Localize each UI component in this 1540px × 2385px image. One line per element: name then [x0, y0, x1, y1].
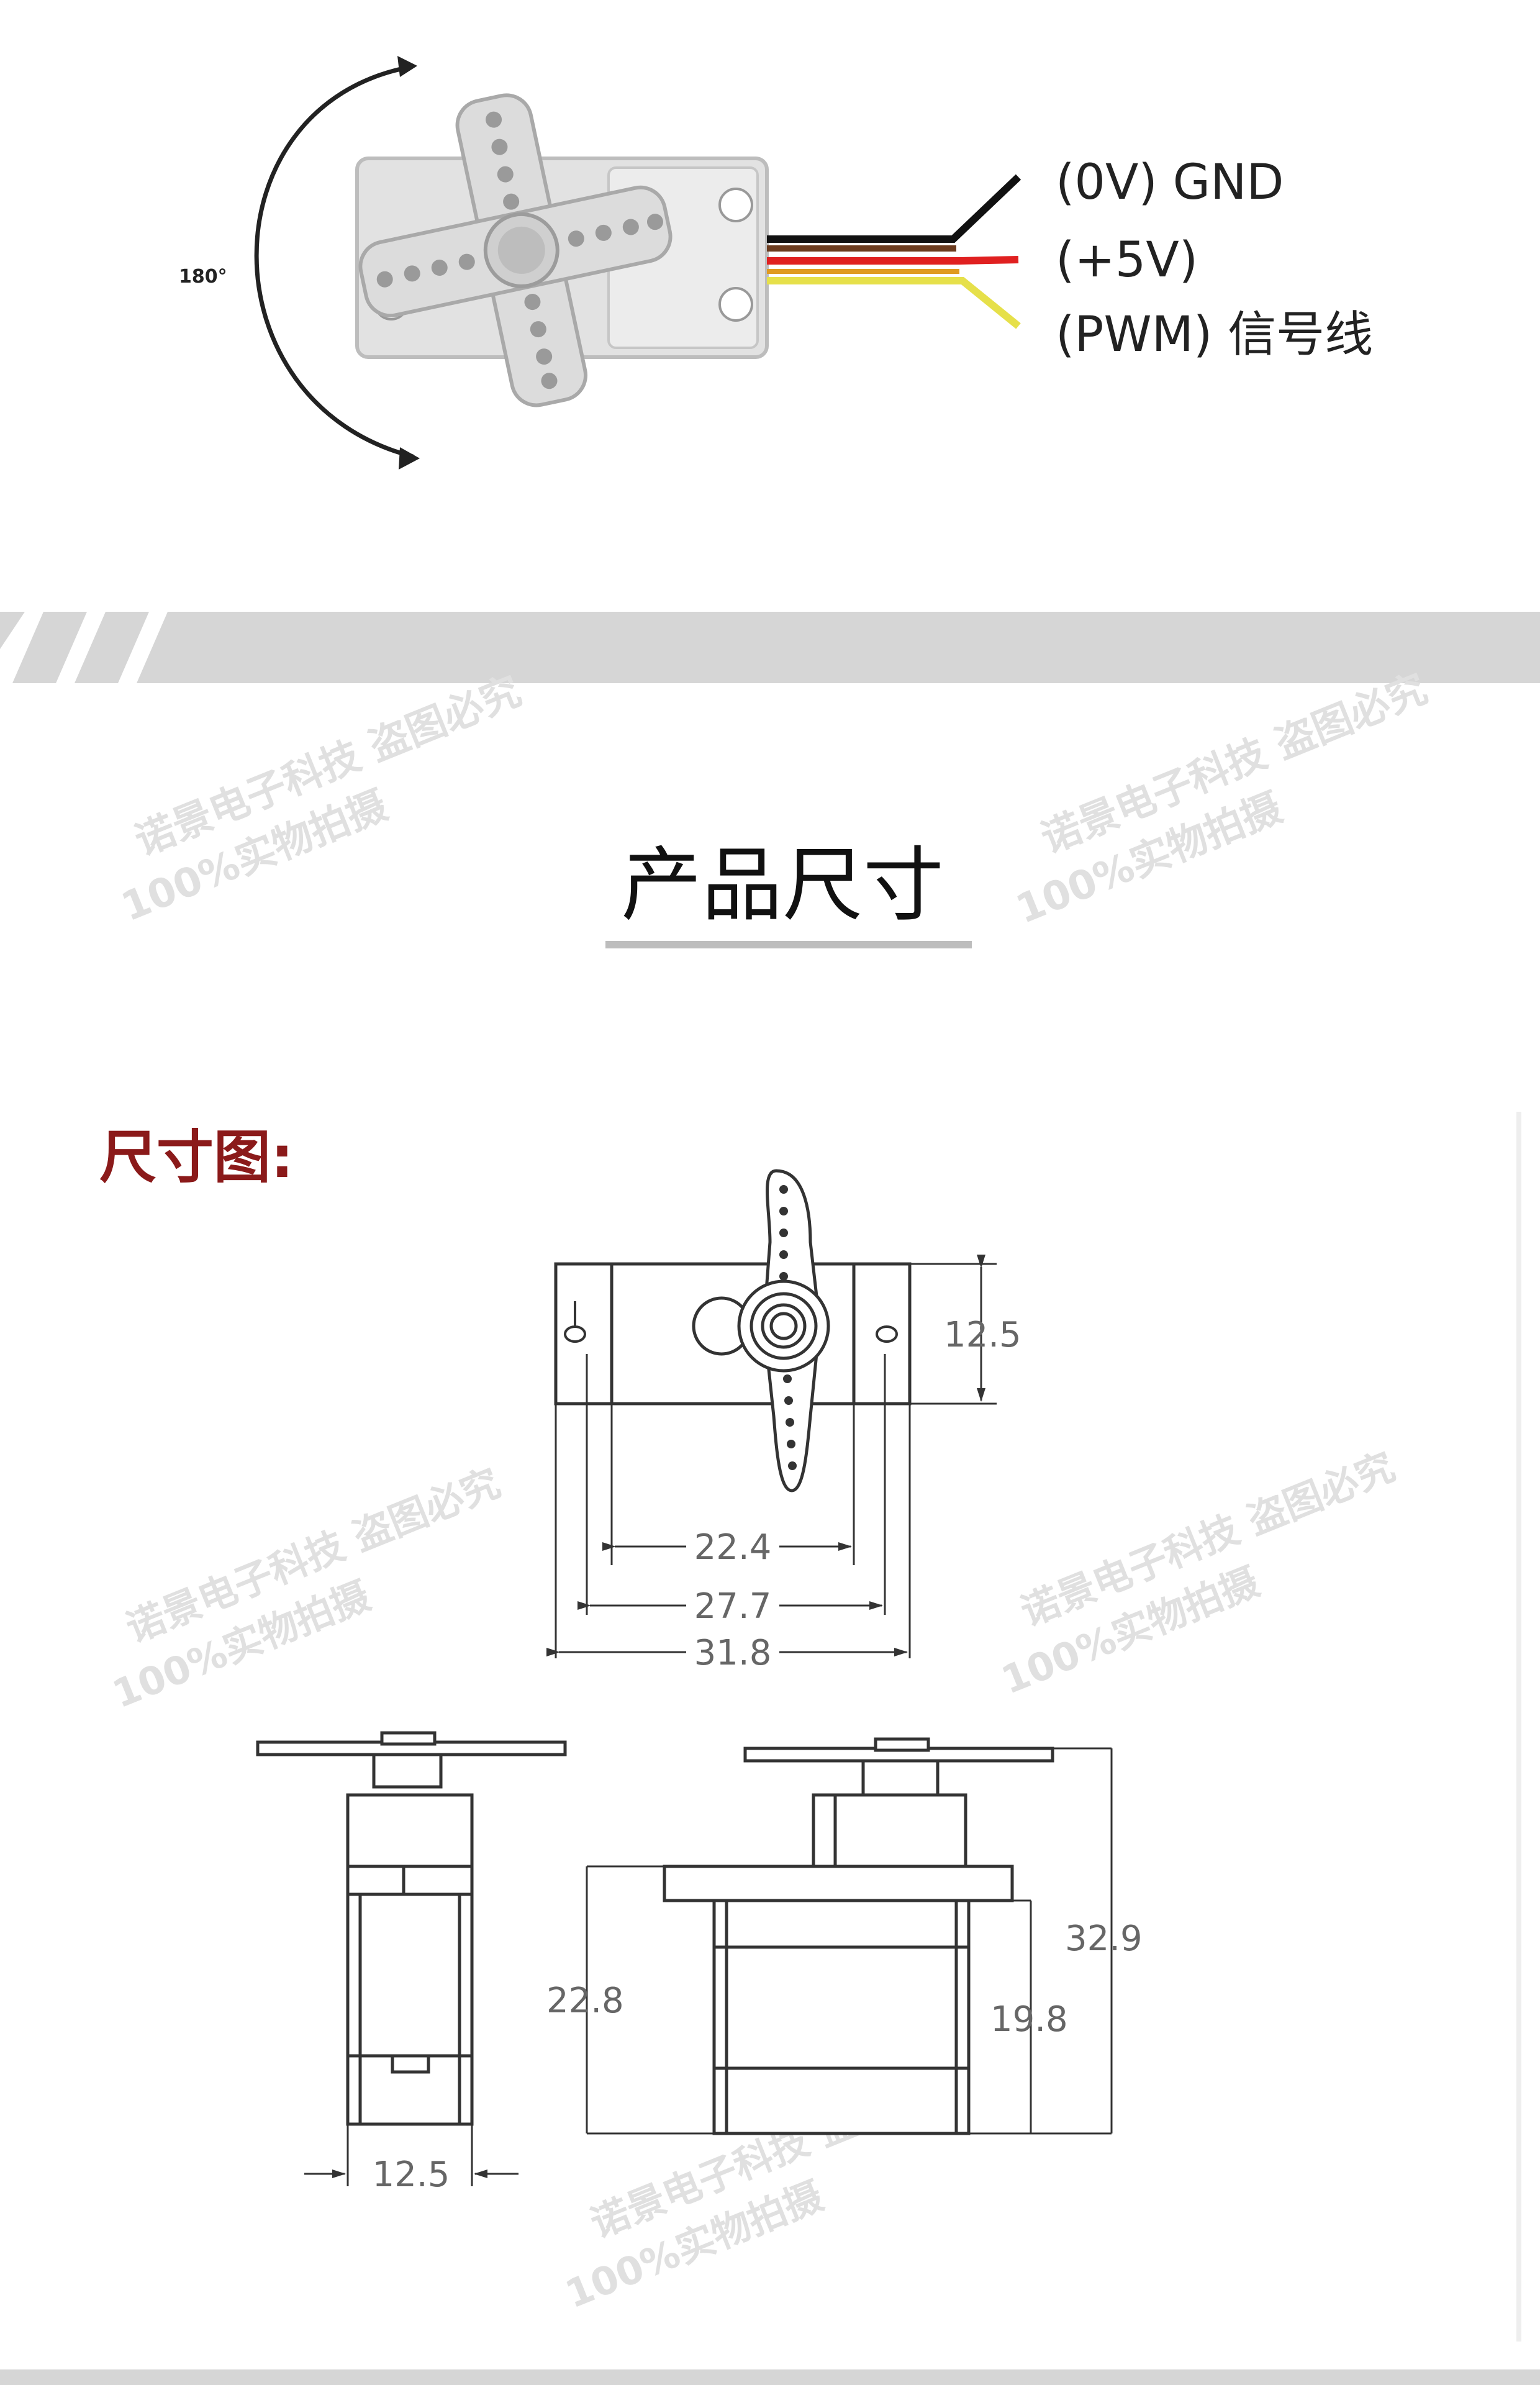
mount-hole: [718, 287, 753, 322]
top-view: [554, 1169, 997, 1658]
rotation-angle-label: 180°: [179, 266, 227, 288]
watermark: 诺景电子科技 盗图必究 100%实物拍摄: [116, 668, 528, 931]
dim-height-top: 12.5: [944, 1315, 1021, 1355]
title-underline: [605, 941, 972, 948]
watermark: 诺景电子科技 盗图必究 100%实物拍摄: [106, 1460, 506, 1717]
rotation-arc: [254, 65, 414, 459]
mount-hole: [718, 188, 753, 222]
wire-pwm-label: (PWM) 信号线: [1056, 307, 1373, 363]
cross-horn: [358, 93, 673, 407]
dim-total-width: 31.8: [694, 1633, 772, 1673]
side-view-narrow: [256, 1731, 567, 2186]
rotation-arrow-top-icon: [397, 56, 417, 77]
drawing-heading: 尺寸图:: [99, 1124, 294, 1191]
servo-wires: [767, 174, 1021, 329]
section-title: 产品尺寸: [621, 838, 944, 932]
dim-mount-height: 19.8: [990, 1999, 1068, 2040]
front-view: [663, 1737, 1054, 2135]
dim-side-width: 12.5: [373, 2155, 450, 2195]
right-divider: [1516, 1112, 1521, 2342]
rotation-arrow-bottom-icon: [399, 447, 420, 470]
bottom-banner: [0, 2369, 1540, 2385]
wire-vcc-label: (+5V): [1056, 232, 1198, 288]
watermark: 诺景电子科技 盗图必究 100%实物拍摄: [995, 1443, 1401, 1703]
top-view-dimensions: [546, 1255, 985, 1656]
dim-hole-spacing: 22.4: [694, 1527, 772, 1568]
dim-body-height: 22.8: [546, 1981, 624, 2021]
dim-body-width: 27.7: [694, 1586, 772, 1627]
watermark: 诺景电子科技 盗图必究 100%实物拍摄: [1010, 666, 1433, 933]
section-banner: [0, 612, 1540, 683]
wire-gnd-label: (0V) GND: [1056, 155, 1284, 211]
dim-total-height: 32.9: [1065, 1919, 1143, 1959]
wire-vcc: [767, 256, 1019, 265]
front-view-extension-lines: [586, 1747, 1113, 2135]
wire-gnd: [767, 174, 1021, 243]
servo-illustration: 180°: [179, 56, 1373, 470]
wire-pwm: [767, 277, 1021, 329]
